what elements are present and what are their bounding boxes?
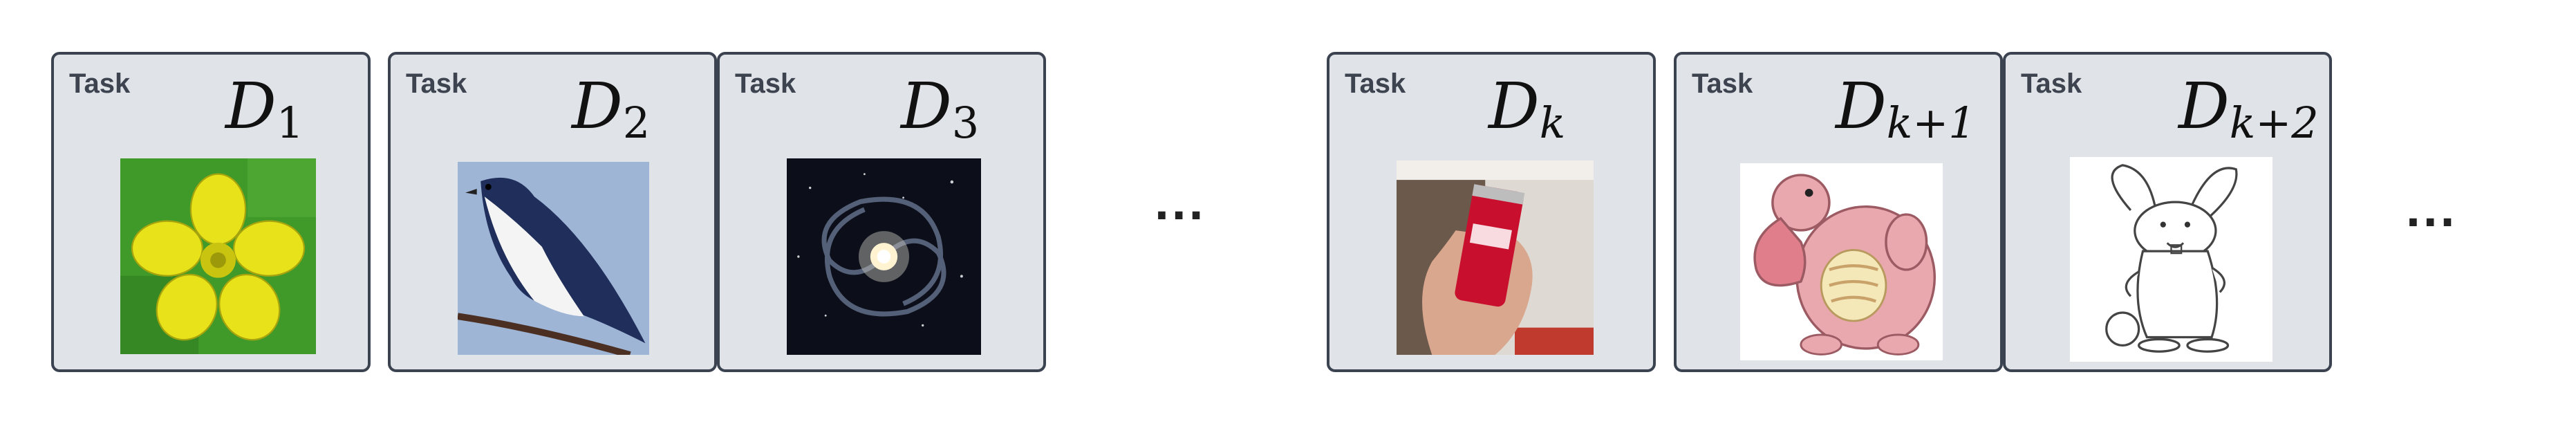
task-tag: Task: [69, 68, 131, 99]
task-tag: Task: [735, 68, 796, 99]
task-card-dk: Task Dk: [1327, 52, 1656, 372]
task-tag: Task: [406, 68, 467, 99]
galaxy-image: [787, 158, 981, 355]
task-card-dk1: Task Dk+1: [1674, 52, 2003, 372]
task-label: Dk+1: [1836, 69, 1976, 148]
task-tag: Task: [1345, 68, 1406, 99]
task-label: Dk: [1488, 69, 1566, 148]
task-card-d1: Task D1: [51, 52, 371, 372]
bird-image: [458, 162, 649, 355]
task-card-d2: Task D2: [388, 52, 717, 372]
task-tag: Task: [1692, 68, 1753, 99]
task-label: D2: [572, 69, 651, 148]
soda-can-image: [1397, 160, 1594, 355]
task-tag: Task: [2021, 68, 2082, 99]
task-label: D3: [901, 69, 980, 148]
rabbit-image: [2070, 157, 2272, 362]
task-label: Dk+2: [2178, 69, 2319, 148]
flower-image: [120, 158, 316, 354]
task-label: D1: [225, 69, 304, 148]
task-card-dk2: Task Dk+2: [2003, 52, 2332, 372]
pokemon-image: [1740, 163, 1943, 360]
ellipsis-left: ...: [1154, 181, 1206, 230]
ellipsis-right: ...: [2405, 188, 2457, 237]
task-card-d3: Task D3: [717, 52, 1046, 372]
